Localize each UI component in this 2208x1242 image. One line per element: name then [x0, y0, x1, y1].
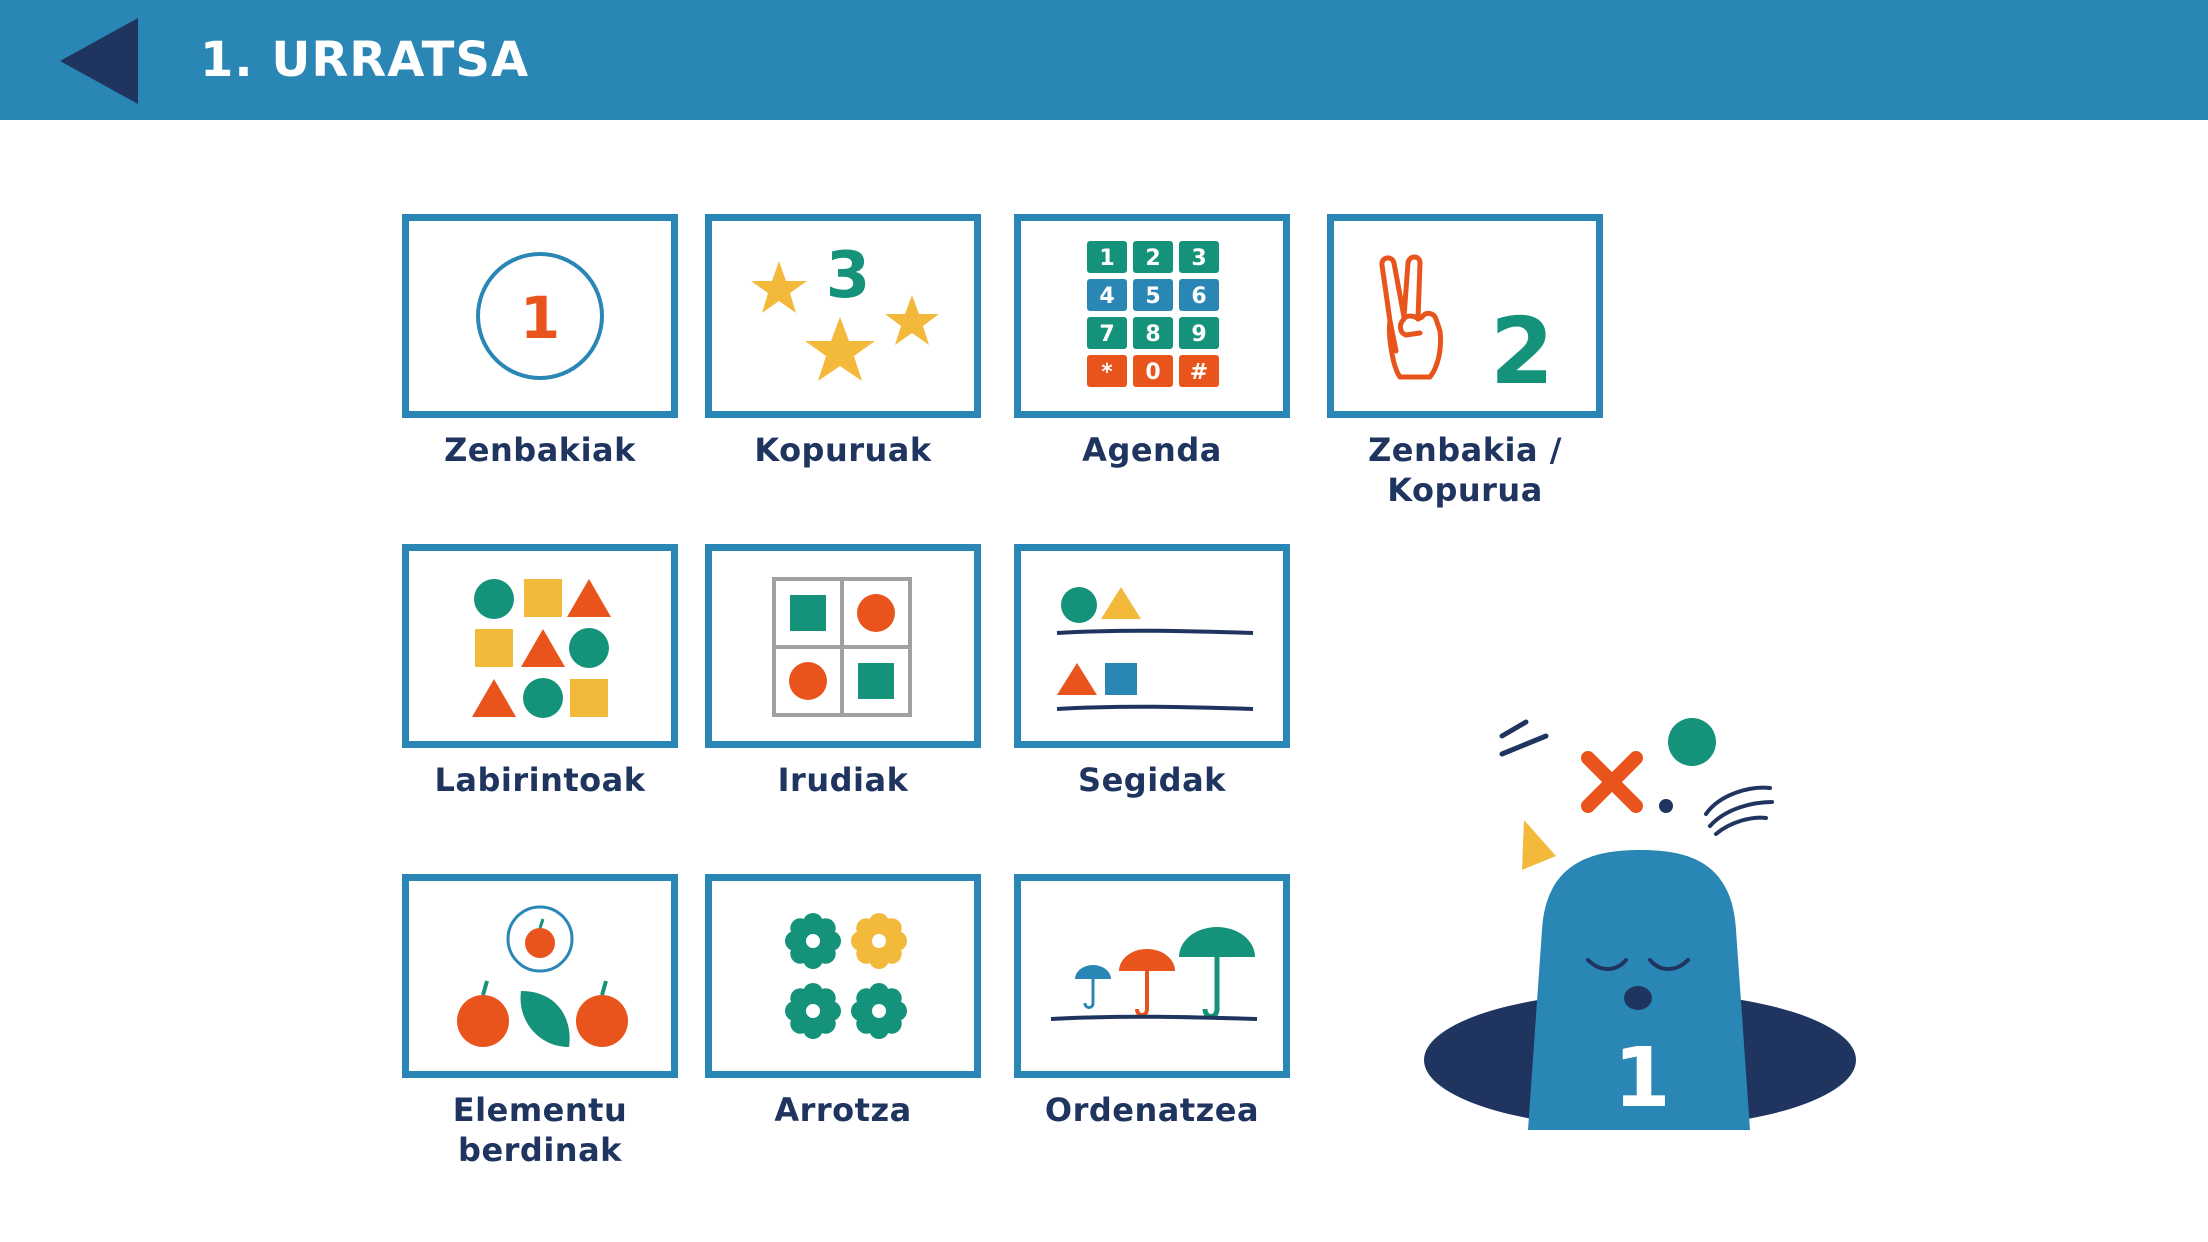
tile-irudiak[interactable]: Irudiak — [705, 544, 981, 800]
keypad-key: 8 — [1133, 317, 1173, 349]
tile-zenbakia-kopurua[interactable]: 2 Zenbakia / Kopurua — [1327, 214, 1603, 510]
flowers-icon — [785, 913, 907, 1039]
svg-text:7: 7 — [1099, 322, 1114, 347]
svg-text:0: 0 — [1145, 360, 1160, 385]
keypad-key: 4 — [1087, 279, 1127, 311]
tile-kopuruak[interactable]: 3 Kopuruak — [705, 214, 981, 470]
svg-text:9: 9 — [1191, 322, 1206, 347]
tile-frame: 1 2 3 4 5 6 7 8 9 * 0 # — [1014, 214, 1290, 418]
tile-label: Segidak — [1078, 761, 1226, 799]
tile-segidak[interactable]: Segidak — [1014, 544, 1290, 800]
tile-frame — [1014, 874, 1290, 1078]
keypad-key: 5 — [1133, 279, 1173, 311]
tile-label: Zenbakia / Kopurua — [1368, 431, 1562, 509]
tile-frame: 1 — [402, 214, 678, 418]
keypad-key: 3 — [1179, 241, 1219, 273]
keypad-key: 0 — [1133, 355, 1173, 387]
apples-leaf-icon — [457, 905, 628, 1047]
keypad-key: 6 — [1179, 279, 1219, 311]
tile-label: Irudiak — [777, 761, 909, 799]
svg-text:4: 4 — [1099, 284, 1114, 309]
tile-frame — [705, 544, 981, 748]
page-title: 1. URRATSA — [200, 32, 530, 88]
umbrellas-icon — [1050, 927, 1258, 1021]
svg-text:*: * — [1101, 360, 1113, 385]
tile-label: Agenda — [1082, 431, 1222, 469]
keypad-key: * — [1087, 355, 1127, 387]
svg-text:2: 2 — [1490, 298, 1554, 405]
tile-frame: 2 — [1327, 214, 1603, 418]
keypad-key: 2 — [1133, 241, 1173, 273]
svg-text:2: 2 — [1145, 246, 1160, 271]
tile-frame: 3 — [705, 214, 981, 418]
flower — [785, 983, 841, 1039]
tile-label: Ordenatzea — [1044, 1091, 1260, 1129]
svg-text:3: 3 — [1191, 246, 1206, 271]
mascot-number: 1 — [1613, 1031, 1670, 1126]
three-stars-icon: 3 — [751, 239, 939, 381]
tile-label: Arrotza — [774, 1091, 912, 1129]
flower — [851, 913, 907, 969]
tile-frame — [705, 874, 981, 1078]
two-fingers-icon: 2 — [1379, 254, 1554, 405]
tile-frame — [402, 874, 678, 1078]
keypad-key: # — [1179, 355, 1219, 387]
confused-mole-mascot-icon: 1 — [1424, 718, 1856, 1130]
number-one-circle-icon: 1 — [476, 252, 604, 380]
tile-label: Zenbakiak — [444, 431, 636, 469]
tile-frame — [1014, 544, 1290, 748]
tile-label: Elementu berdinak — [452, 1091, 628, 1169]
svg-text:1: 1 — [1099, 246, 1114, 271]
keypad-key: 9 — [1179, 317, 1219, 349]
tile-ordenatzea[interactable]: Ordenatzea — [1014, 874, 1290, 1130]
svg-text:5: 5 — [1145, 284, 1160, 309]
tile-agenda[interactable]: 1 2 3 4 5 6 7 8 9 * 0 # Agenda — [1014, 214, 1290, 470]
svg-text:1: 1 — [520, 284, 560, 352]
keypad-key: 7 — [1087, 317, 1127, 349]
tile-arrotza[interactable]: Arrotza — [705, 874, 981, 1130]
flower — [851, 983, 907, 1039]
keypad-icon: 1 2 3 4 5 6 7 8 9 * 0 # — [1087, 241, 1219, 387]
svg-text:8: 8 — [1145, 322, 1160, 347]
back-triangle-icon[interactable] — [58, 16, 140, 106]
svg-text:3: 3 — [826, 239, 871, 313]
svg-text:6: 6 — [1191, 284, 1206, 309]
header-bar: 1. URRATSA — [0, 0, 2208, 120]
tile-labirintoak[interactable]: Labirintoak — [402, 544, 678, 800]
keypad-key: 1 — [1087, 241, 1127, 273]
tile-frame — [402, 544, 678, 748]
tile-zenbakiak[interactable]: 1 Zenbakiak — [402, 214, 678, 470]
shapes-grid-icon — [472, 579, 611, 718]
tile-label: Labirintoak — [434, 761, 646, 799]
flower — [785, 913, 841, 969]
tile-elementu-berdinak[interactable]: Elementu berdinak — [402, 874, 678, 1170]
svg-text:#: # — [1190, 360, 1208, 385]
shapes-window-icon — [772, 577, 912, 717]
shape-sequence-icon — [1056, 587, 1254, 711]
tile-label: Kopuruak — [754, 431, 932, 469]
